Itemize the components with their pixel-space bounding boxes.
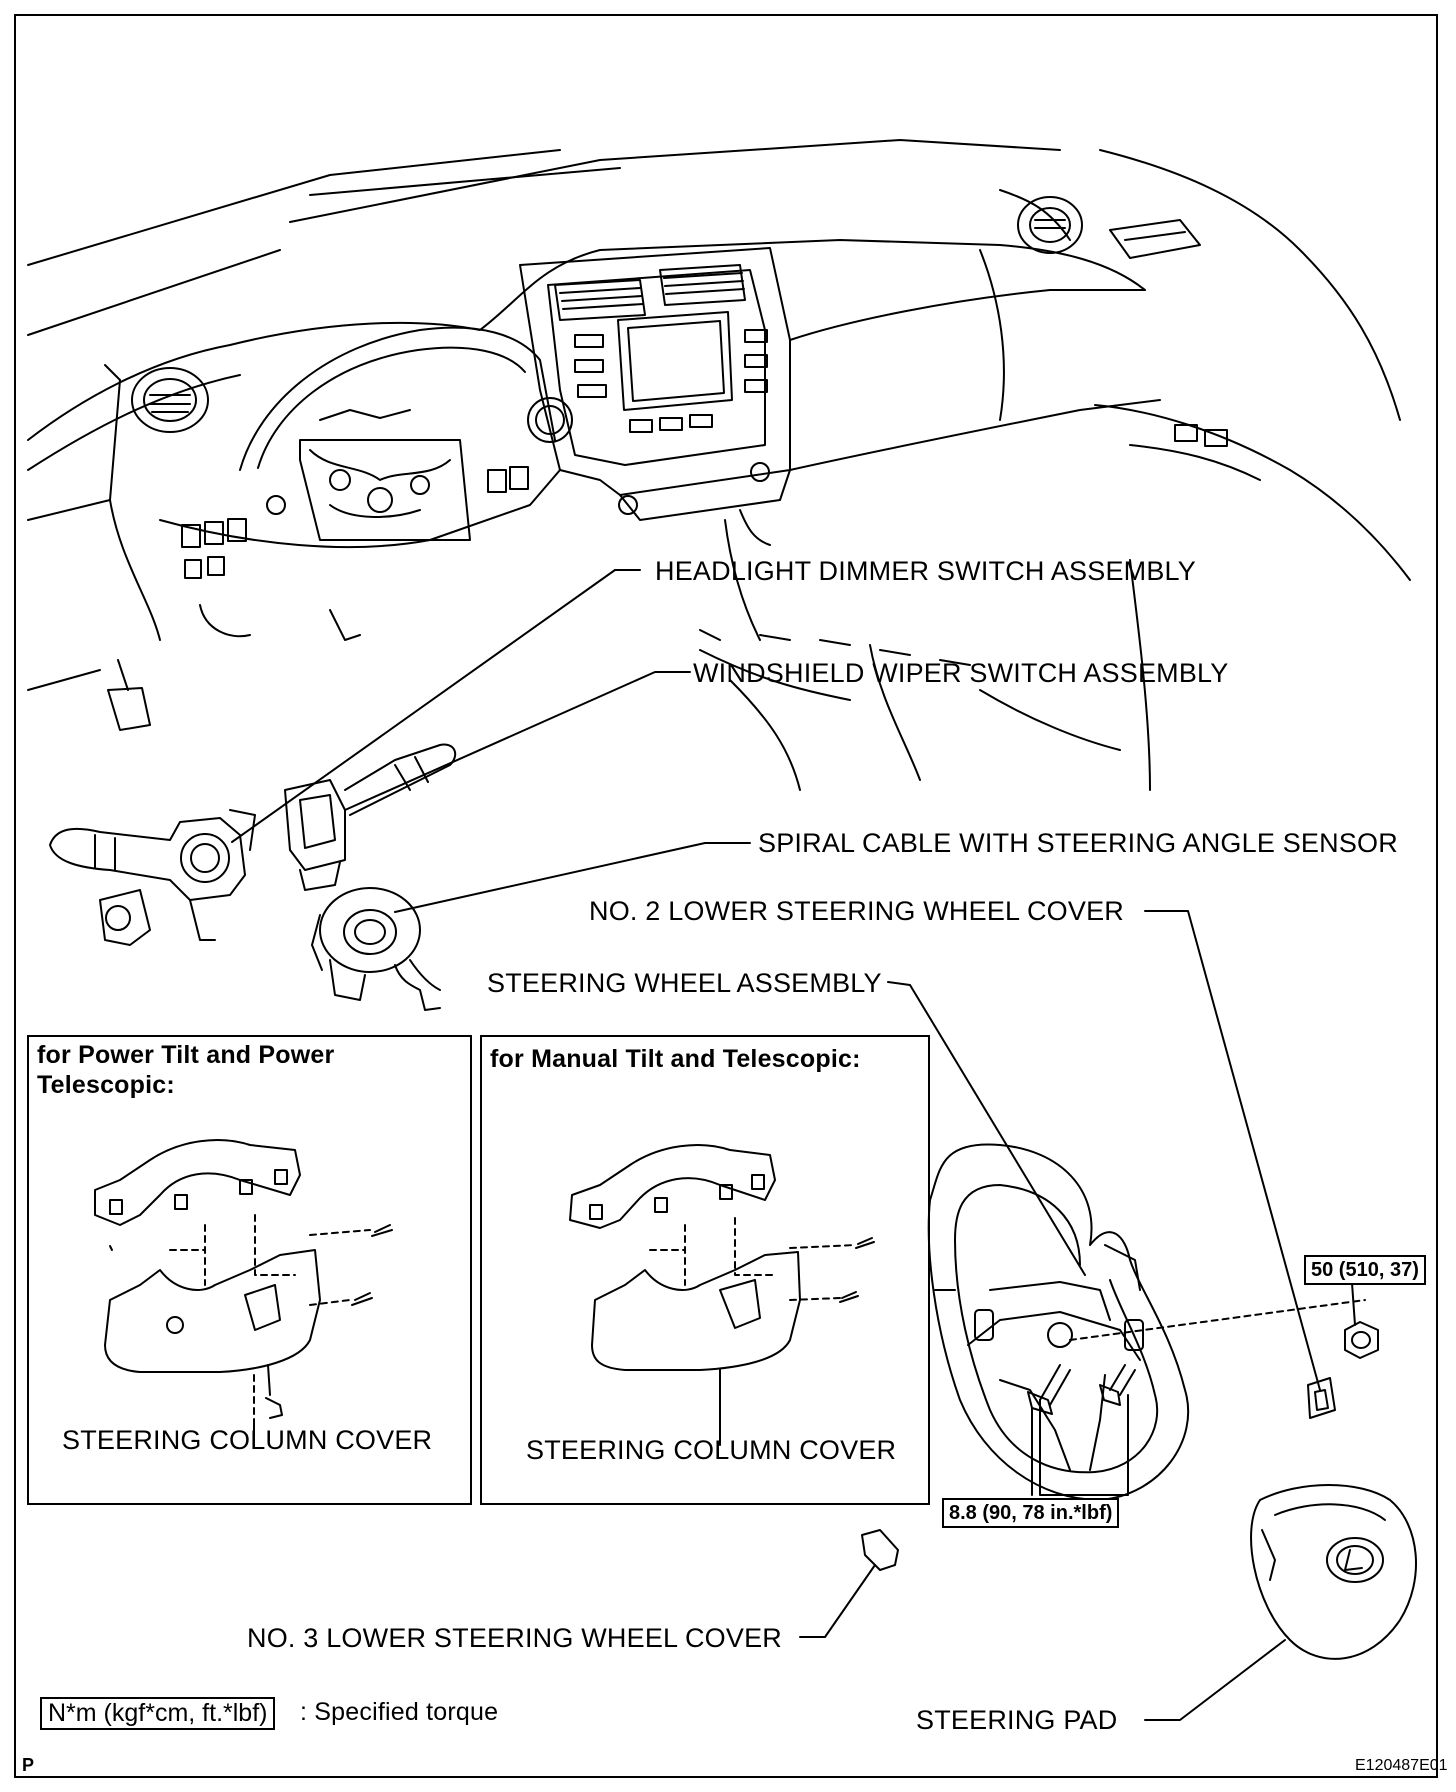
no3-cover-drawing	[861, 1529, 899, 1571]
manual-column-cover-drawing	[569, 1144, 875, 1421]
dashboard-illustration	[27, 139, 1411, 791]
torque-legend-box: N*m (kgf*cm, ft.*lbf)	[40, 1697, 276, 1730]
headlight-dimmer-switch-label: HEADLIGHT DIMMER SWITCH ASSEMBLY	[655, 556, 1196, 586]
leader-lines	[231, 569, 1356, 1721]
page-mark: P	[22, 1755, 35, 1775]
manual-steering-column-cover-label: STEERING COLUMN COVER	[526, 1435, 897, 1465]
nut-torque-spec: 50 (510, 37)	[1304, 1255, 1426, 1285]
torque-legend-text: : Specified torque	[300, 1698, 499, 1726]
bolt-torque-spec: 8.8 (90, 78 in.*lbf)	[942, 1498, 1120, 1528]
figure-id: E120487E01	[1355, 1757, 1448, 1774]
manual-panel-title: for Manual Tilt and Telescopic:	[490, 1045, 861, 1073]
power-tilt-panel: for Power Tilt and Power Telescopic: STE…	[27, 1035, 472, 1505]
spiral-cable-label: SPIRAL CABLE WITH STEERING ANGLE SENSOR	[758, 828, 1398, 858]
figure-frame	[14, 14, 1438, 1778]
power-column-cover-drawing	[94, 1139, 393, 1421]
windshield-wiper-switch-label: WINDSHIELD WIPER SWITCH ASSEMBLY	[693, 658, 1229, 688]
manual-tilt-panel: for Manual Tilt and Telescopic: STEERING…	[480, 1035, 930, 1505]
spiral-cable-drawing	[311, 887, 441, 1011]
steering-wheel-drawing	[927, 1143, 1366, 1501]
no2-lower-cover-label: NO. 2 LOWER STEERING WHEEL COVER	[589, 896, 1124, 926]
power-panel-title-line1: for Power Tilt and Power	[37, 1041, 335, 1069]
wiper-switch-drawing	[284, 743, 457, 891]
no3-lower-cover-label: NO. 3 LOWER STEERING WHEEL COVER	[247, 1623, 782, 1653]
steering-pad-drawing	[1250, 1484, 1417, 1660]
steering-pad-label: STEERING PAD	[916, 1705, 1118, 1735]
steering-wheel-assembly-label: STEERING WHEEL ASSEMBLY	[487, 968, 882, 998]
power-panel-title-line2: Telescopic:	[37, 1071, 175, 1099]
power-steering-column-cover-label: STEERING COLUMN COVER	[62, 1425, 433, 1455]
nut-and-cover-drawing	[1307, 1321, 1379, 1419]
headlight-switch-drawing	[49, 809, 256, 946]
